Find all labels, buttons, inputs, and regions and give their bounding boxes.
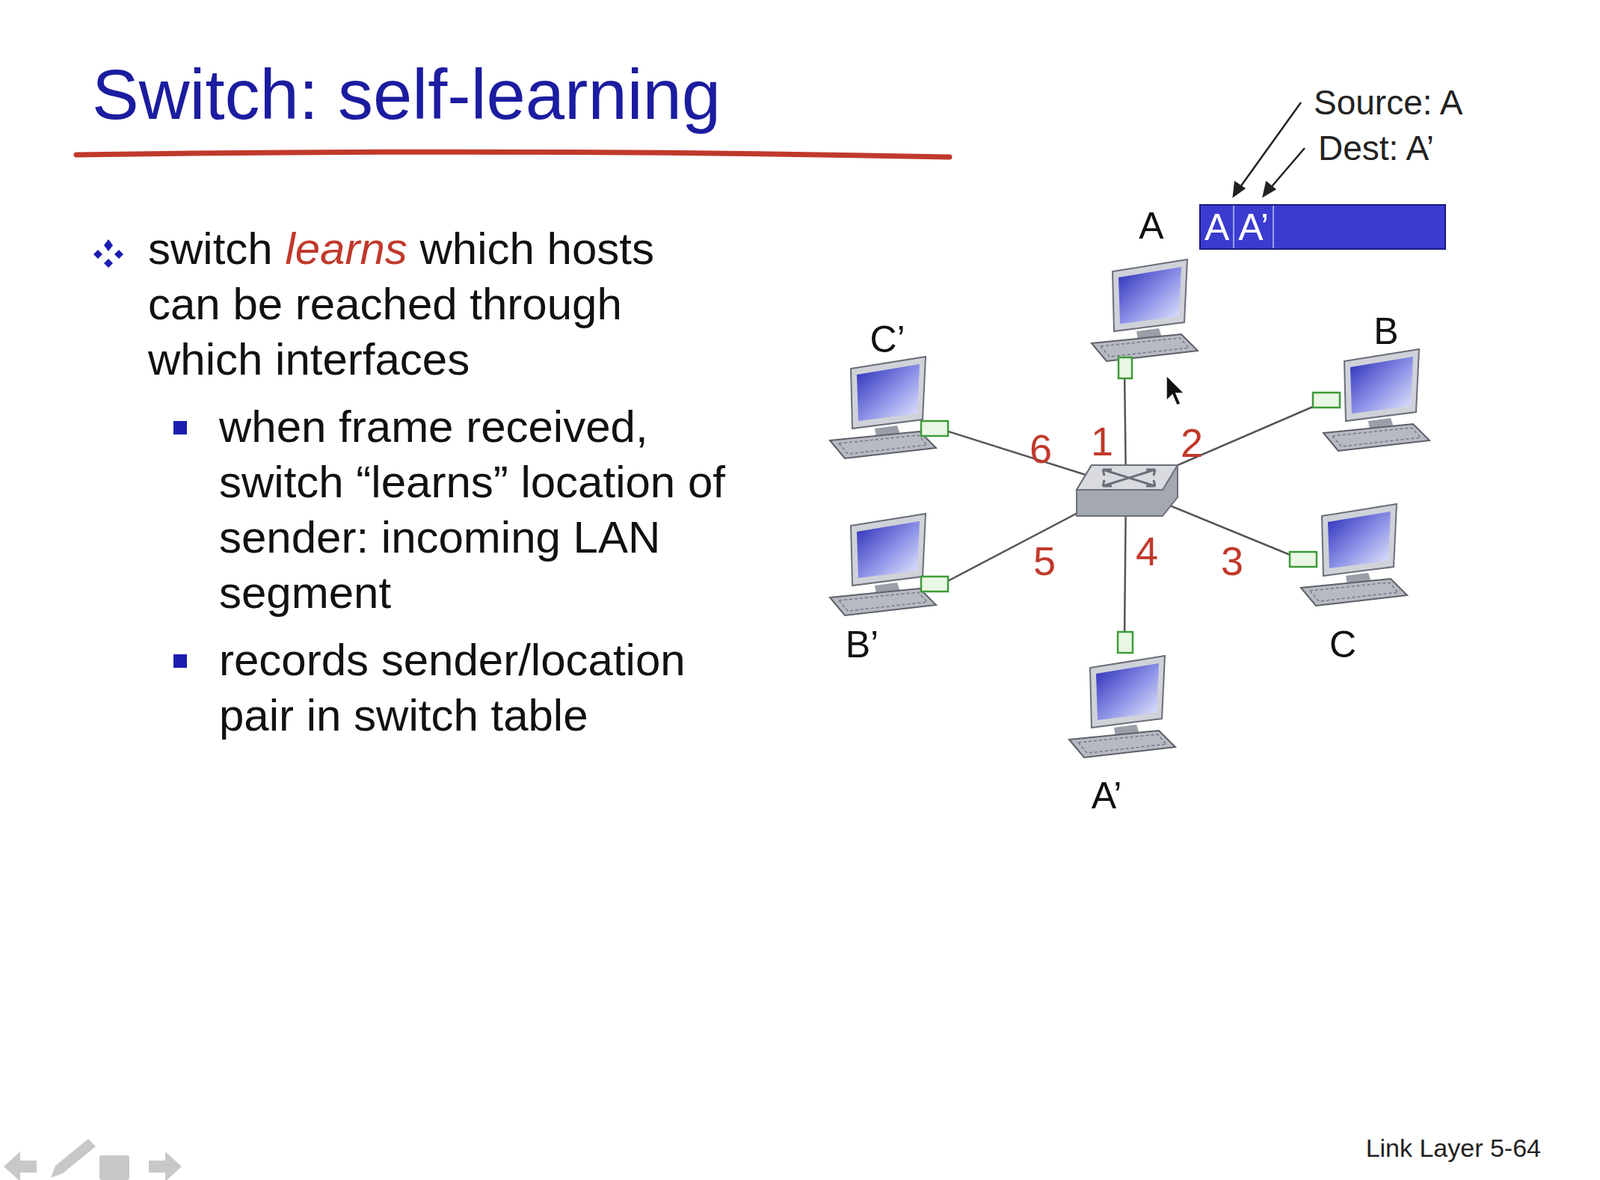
emphasis-word: learns	[284, 223, 407, 274]
network-links	[943, 370, 1325, 638]
host-label: C	[1329, 623, 1357, 667]
port-number: 1	[1090, 417, 1114, 465]
host-label: B	[1373, 310, 1399, 354]
slide-title: Switch: self-learning	[91, 53, 721, 137]
host-label: A’	[1091, 774, 1123, 818]
bullet-word: switch	[148, 223, 273, 274]
host-label: C’	[869, 318, 905, 362]
host-computers	[829, 259, 1430, 758]
frame-field: A	[1200, 205, 1235, 249]
host-label: A	[1138, 204, 1164, 249]
port-number: 2	[1180, 419, 1203, 466]
port-number: 4	[1135, 527, 1159, 575]
port-number: 6	[1029, 425, 1052, 472]
nav-icons	[3, 1138, 182, 1180]
callout-label: Source: A	[1313, 82, 1463, 123]
port-number: 5	[1033, 537, 1056, 584]
frame-field: A’	[1234, 205, 1275, 249]
footer-label: Link Layer 5-64	[1365, 1133, 1541, 1163]
callout-label: Dest: A’	[1318, 128, 1435, 169]
frame-box: AA’	[1199, 204, 1446, 250]
switch-symbol	[1076, 465, 1178, 516]
port-number: 3	[1220, 537, 1244, 584]
callout-arrows	[1233, 102, 1305, 196]
interface-cards	[921, 357, 1340, 653]
sub-bullet-text: when frame received, switch “learns” loc…	[219, 399, 758, 621]
host-label: B’	[845, 623, 879, 667]
sub-bullet-text: records sender/location pair in switch t…	[219, 632, 758, 744]
title-underline	[76, 151, 950, 158]
bullet-text: switch learns which hosts can be reached…	[148, 221, 724, 388]
mouse-cursor	[1166, 375, 1185, 406]
